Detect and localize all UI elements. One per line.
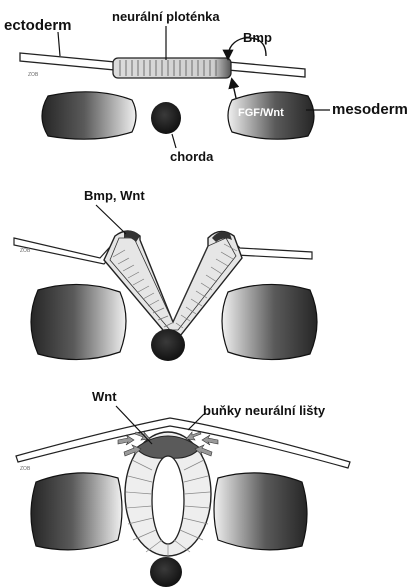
label-bmp-wnt: Bmp, Wnt <box>84 188 145 203</box>
ectoderm-layer <box>20 53 115 70</box>
mesoderm-left <box>42 92 136 139</box>
label-ectoderm: ectoderm <box>4 17 72 34</box>
mesoderm-left <box>31 473 122 550</box>
label-neural-crest-cells: buňky neurální lišty <box>203 403 326 418</box>
panel-bottom: ZOB <box>16 389 350 587</box>
leader-ectoderm <box>58 32 60 56</box>
panel-top: ZOB ectoderm neurální ploténka Bmp FGF/W… <box>4 9 408 164</box>
chorda <box>151 102 181 134</box>
mesoderm-left <box>31 284 126 359</box>
label-bmp: Bmp <box>243 30 272 45</box>
label-fgf-wnt: FGF/Wnt <box>238 107 284 119</box>
chorda <box>151 329 185 361</box>
neural-plate <box>113 58 231 78</box>
panel-middle: ZOB Bmp, Wnt <box>14 188 317 361</box>
chorda <box>150 557 182 587</box>
ectoderm-layer-right <box>228 62 305 77</box>
label-neural-plate: neurální ploténka <box>112 9 220 24</box>
svg-text:ZOB: ZOB <box>28 72 39 78</box>
fgf-wnt-arrow <box>232 80 236 98</box>
label-wnt: Wnt <box>92 389 117 404</box>
mesoderm-right <box>222 284 317 359</box>
label-chorda: chorda <box>170 149 214 164</box>
mesoderm-right <box>214 473 307 550</box>
svg-text:ZOB: ZOB <box>20 248 31 254</box>
svg-text:ZOB: ZOB <box>20 466 31 472</box>
leader-bmp-wnt <box>96 205 126 234</box>
label-mesoderm: mesoderm <box>332 101 408 118</box>
leader-chorda <box>172 134 176 148</box>
